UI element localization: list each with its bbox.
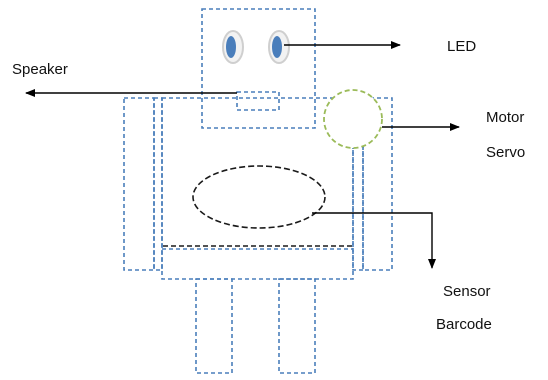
left-arm-inner — [153, 97, 163, 271]
right-leg — [278, 278, 316, 374]
speaker-box — [236, 91, 280, 111]
speaker-label: Speaker — [12, 61, 68, 78]
barcode-label: Barcode — [436, 316, 492, 331]
servo-label: Servo — [486, 144, 526, 161]
right-eye-icon — [268, 30, 290, 64]
led-label: LED — [447, 38, 477, 55]
sensor-arrow — [312, 212, 436, 269]
robot-head — [201, 8, 316, 129]
sensor-barcode-ellipse — [192, 165, 326, 229]
sensor-label: Sensor — [443, 283, 491, 300]
barcode-label-clip: Barcode — [436, 316, 526, 331]
motor-servo-circle — [323, 89, 383, 149]
left-eye-icon — [222, 30, 244, 64]
left-leg — [195, 278, 233, 374]
right-arm-outer — [362, 97, 393, 271]
left-arm-outer — [123, 97, 155, 271]
motor-label: Motor — [486, 109, 525, 126]
